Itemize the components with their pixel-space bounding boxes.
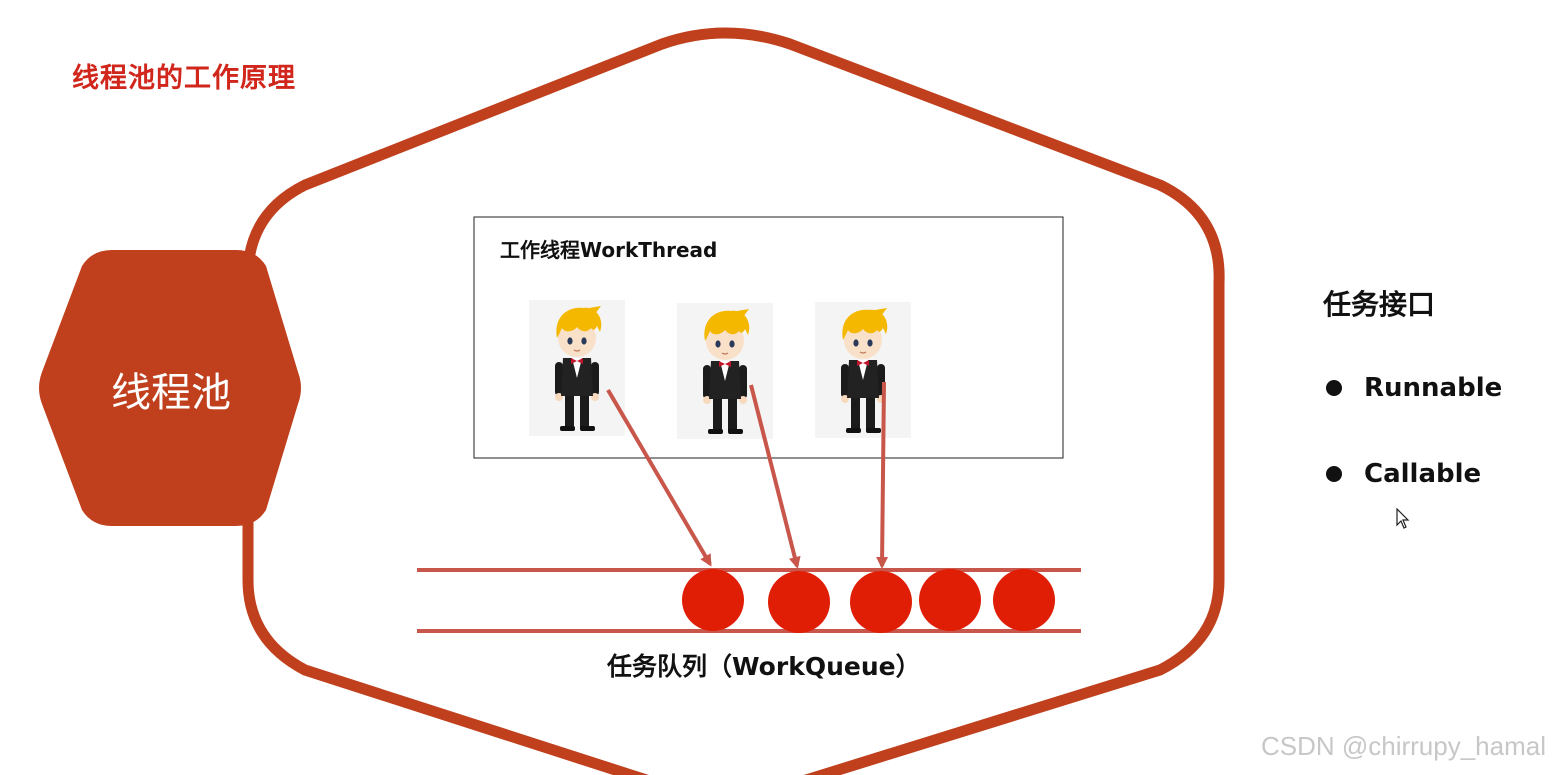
task-interface-title: 任务接口 bbox=[1323, 288, 1436, 321]
task-circle bbox=[850, 571, 912, 633]
worker-image bbox=[528, 299, 626, 437]
task-circle bbox=[919, 569, 981, 631]
fetch-arrow bbox=[876, 381, 889, 569]
interface-item-label: Runnable bbox=[1364, 373, 1503, 403]
fetch-arrow bbox=[749, 384, 801, 569]
bullet-icon bbox=[1326, 380, 1342, 396]
pool-label: 线程池 bbox=[111, 370, 231, 416]
pool-hexagon bbox=[39, 250, 301, 526]
bullet-icon bbox=[1326, 466, 1342, 482]
interface-item-label: Callable bbox=[1364, 459, 1482, 489]
task-circle bbox=[993, 569, 1055, 631]
task-circle bbox=[682, 569, 744, 631]
fetch-arrow bbox=[606, 388, 712, 567]
watermark: CSDN @chirrupy_hamal bbox=[1260, 731, 1546, 761]
thread-pool-outline bbox=[242, 27, 1225, 775]
work-queue-label: 任务队列（WorkQueue） bbox=[607, 652, 921, 681]
interface-item-runnable: Runnable bbox=[1323, 373, 1502, 403]
mouse-pointer-icon bbox=[1396, 508, 1410, 529]
worker-image bbox=[814, 301, 912, 439]
page-title: 线程池的工作原理 bbox=[72, 63, 296, 94]
interface-item-callable: Callable bbox=[1323, 459, 1481, 489]
task-circle bbox=[768, 571, 830, 633]
work-thread-title: 工作线程WorkThread bbox=[500, 238, 718, 262]
